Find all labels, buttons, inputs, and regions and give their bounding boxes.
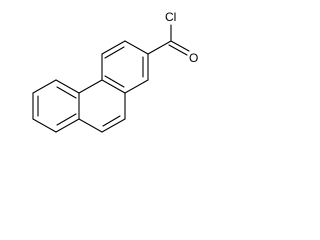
acyl-chloride-group: Cl O <box>147 10 198 65</box>
bond-b1 <box>78 79 103 94</box>
bond-c1-inner <box>56 86 77 99</box>
bond-c4 <box>32 118 57 133</box>
ring-b <box>78 79 126 133</box>
bond-a5 <box>101 79 126 94</box>
bond-b4-inner <box>102 115 121 127</box>
bond-carbonyl-oxygen-1 <box>170 40 190 52</box>
ring-a <box>101 40 149 94</box>
bond-a4 <box>124 79 149 94</box>
phenanthrene-carbonyl-chloride-structure: Cl O <box>32 10 198 133</box>
bond-c2 <box>32 79 57 94</box>
bond-c5 <box>55 118 80 133</box>
bond-c5-inner <box>56 113 77 126</box>
bond-c1 <box>55 79 80 94</box>
bond-a1-inner <box>104 46 125 59</box>
bond-carbonyl-oxygen-2 <box>168 44 188 56</box>
bond-b3 <box>78 118 103 133</box>
chlorine-label: Cl <box>165 10 176 24</box>
bond-b4 <box>101 118 126 133</box>
bond-a5-inner <box>104 75 125 88</box>
bond-ring-carbonyl <box>147 40 172 55</box>
bond-a2 <box>124 40 149 55</box>
oxygen-label: O <box>189 51 198 65</box>
ring-c <box>32 79 80 133</box>
bond-a1 <box>101 40 126 55</box>
